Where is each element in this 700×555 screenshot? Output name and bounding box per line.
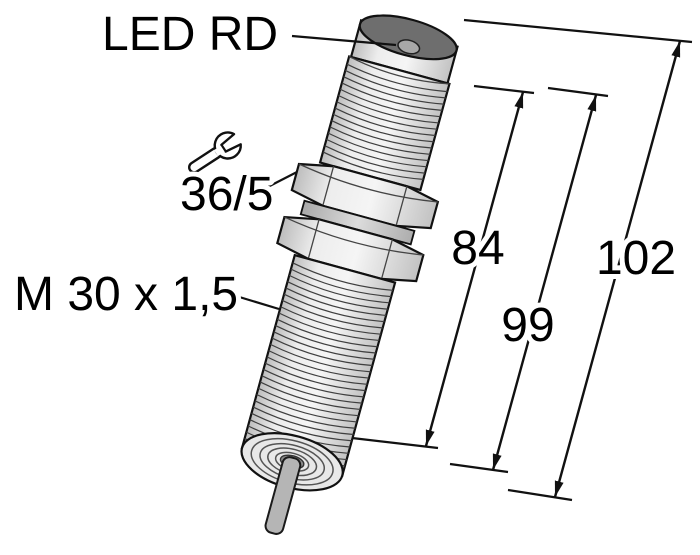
extension-line-99-bottom (449, 462, 509, 474)
dimension-label-99: 99 (501, 299, 554, 352)
extension-line-99-top (547, 86, 609, 98)
dimension-label-102: 102 (596, 232, 676, 285)
hex-facet-lines (307, 219, 394, 280)
sensor-top-face (358, 14, 458, 61)
cable (264, 456, 302, 535)
thread-spec-leader-line (235, 294, 280, 311)
led-leader-line (291, 34, 397, 47)
led-label: LED RD (102, 8, 278, 61)
dimension-label-84: 84 (451, 222, 504, 275)
dimension-line-99 (491, 94, 598, 471)
extension-line-84-bottom (351, 436, 439, 450)
thread-spec-label: M 30 x 1,5 (14, 268, 238, 321)
wrench-icon (187, 131, 242, 174)
wrench-size-label: 36/5 (180, 168, 273, 221)
hex-facet-lines (322, 166, 408, 227)
extension-line-102-top (463, 18, 693, 44)
sensor-body (240, 14, 459, 535)
dimension-line-102 (553, 40, 682, 498)
wrench-size-leader-line (255, 171, 298, 194)
hex-chamfer-line (284, 216, 424, 256)
extension-line-84-top (473, 84, 535, 95)
hex-nut-lower (276, 215, 425, 283)
hex-chamfer-line (298, 163, 438, 203)
hex-nut-lower-body (276, 215, 425, 283)
shoulder-line (348, 55, 450, 85)
extension-line-102-bottom (507, 488, 573, 502)
led-indicator (397, 39, 421, 55)
